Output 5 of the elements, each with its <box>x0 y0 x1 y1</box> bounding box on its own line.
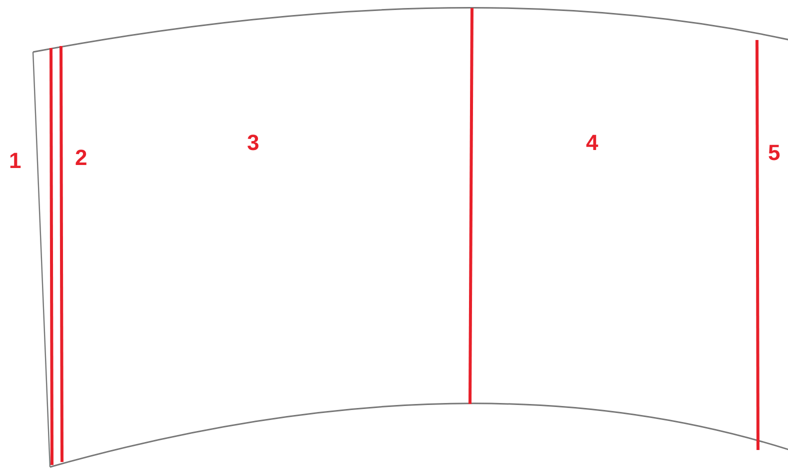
callout-number: 4 <box>586 131 598 155</box>
callout-number: 3 <box>247 131 260 155</box>
callout-number: 1 <box>9 149 22 173</box>
callout-number: 2 <box>75 146 88 170</box>
callout-number: 5 <box>768 141 780 165</box>
